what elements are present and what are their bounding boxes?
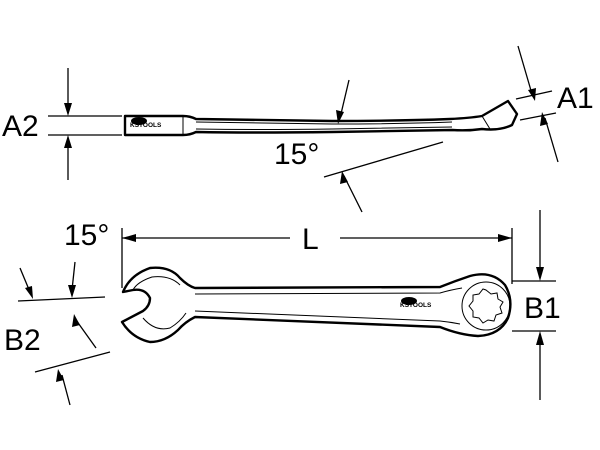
top-view: KSTOOLS L B1 B2 15°: [4, 210, 561, 406]
top-view-shaft-line: [194, 310, 461, 325]
l-arrowhead: [122, 234, 136, 242]
a2-arrowhead: [64, 103, 72, 116]
top-view-open-end-inner: [132, 276, 181, 291]
a1-arrowhead: [540, 112, 548, 126]
top-view-wrench-outline: [120, 266, 512, 344]
angle-side-label: 15°: [274, 138, 319, 171]
b1-label: B1: [524, 292, 561, 325]
b2-label: B2: [4, 324, 41, 357]
b1-arrowhead: [536, 267, 544, 281]
b2-extension-line: [17, 296, 106, 302]
angle-reference-line: [323, 141, 444, 178]
ring-end-circle: [461, 281, 511, 331]
brand-logo-badge: [131, 117, 147, 125]
brand-logo-badge: [401, 297, 417, 305]
a1-arrowhead: [528, 88, 536, 101]
angle-arrowhead: [68, 285, 76, 298]
a1-label: A1: [557, 82, 594, 115]
side-view-wrench-outline: [123, 99, 519, 137]
angle-arrowhead: [340, 171, 348, 184]
ring-end-twelve-point: [468, 288, 504, 324]
top-view-shaft-line: [194, 287, 463, 295]
a2-label: A2: [2, 110, 39, 143]
b1-arrowhead: [536, 331, 544, 345]
side-view-ridge: [195, 121, 453, 125]
angle-top-label: 15°: [64, 219, 109, 252]
angle-arrowhead: [72, 314, 80, 327]
top-view-open-end-inner: [142, 312, 187, 330]
b2-arrowhead: [56, 369, 64, 382]
l-label: L: [302, 223, 319, 256]
brand-logo-text: KSTOOLS: [400, 302, 432, 309]
a1-extension-line: [519, 112, 557, 121]
b2-arrowhead: [25, 286, 33, 299]
a1-arrow-line: [517, 45, 533, 95]
angle-arrowhead: [336, 110, 344, 124]
brand-logo-text: KSTOOLS: [130, 122, 162, 129]
a1-arrow-line: [544, 117, 559, 163]
l-arrowhead: [498, 234, 512, 242]
side-view: KSTOOLS A2 A1 15°: [2, 45, 594, 213]
a2-arrowhead: [64, 135, 72, 148]
b2-extension-line: [34, 351, 111, 373]
side-view-ridge: [195, 126, 453, 130]
side-view-ring-edge: [481, 115, 491, 130]
